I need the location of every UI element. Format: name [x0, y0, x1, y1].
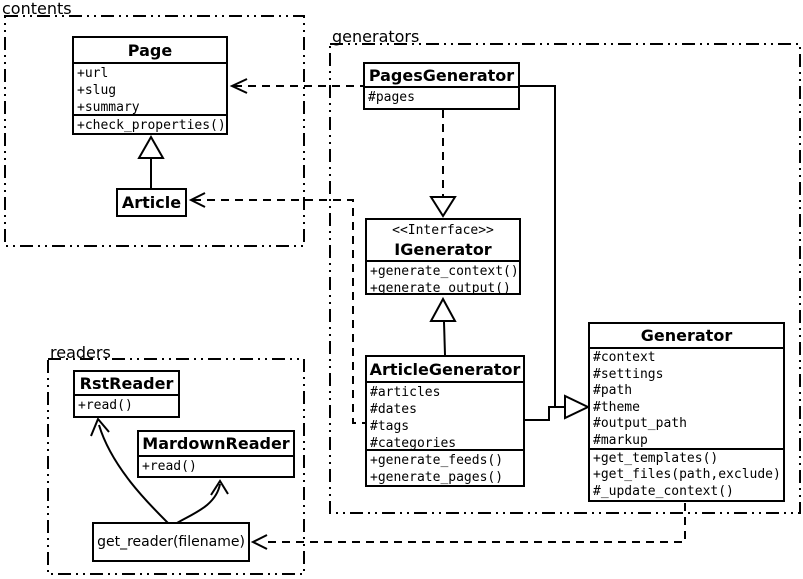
dependency-generator-getreader-line [266, 503, 686, 543]
package-label-generators: generators [332, 27, 420, 46]
class-mardownreader: MardownReader +read() [137, 430, 295, 478]
class-mardownreader-title: MardownReader [142, 434, 290, 453]
node-get-reader: get_reader(filename) [92, 522, 250, 562]
inheritance-article-page-triangle [137, 134, 165, 159]
class-igenerator-methods: +generate_context() +generate_output() [367, 260, 519, 293]
class-attribute: +slug [77, 83, 117, 98]
inheritance-articlegenerator-generator-line [525, 406, 565, 421]
class-attribute: #articles [370, 385, 441, 400]
class-method: +read() [142, 459, 197, 474]
class-page-title: Page [127, 40, 173, 60]
class-method: +check_properties() [77, 117, 226, 133]
class-attribute: +summary [77, 100, 140, 114]
class-attribute: +url [77, 66, 109, 81]
class-attribute: #markup [593, 432, 648, 448]
inheritance-articlegenerator-igenerator-triangle [429, 296, 457, 322]
arrow-getreader-mardownreader-arrowhead [210, 479, 229, 496]
dependency-generator-getreader-arrowhead [250, 534, 268, 550]
dependency-pagesgenerator-page-arrowhead [229, 78, 248, 94]
class-attribute: #categories [370, 436, 457, 449]
class-method: +generate_context() [370, 264, 519, 279]
class-attribute: #dates [370, 402, 417, 417]
realization-pagesgenerator-igenerator-triangle [429, 196, 457, 218]
class-pagesgenerator-attributes: #pages [365, 86, 518, 108]
class-method: +get_templates() [593, 450, 719, 466]
package-label-contents: contents [2, 0, 72, 18]
class-igenerator-title: IGenerator [394, 239, 492, 259]
class-rstreader-title: RstReader [79, 373, 174, 393]
class-page-methods: +check_properties() [74, 113, 226, 133]
class-page-attributes: +url +slug +summary [74, 62, 226, 114]
class-articlegenerator-attributes: #articles #dates #tags #categories [367, 381, 523, 449]
dependency-articlegenerator-article-arrowhead [188, 192, 206, 208]
class-mardownreader-methods: +read() [139, 455, 293, 476]
class-attribute: #settings [593, 366, 664, 382]
class-attribute: #output_path [593, 416, 687, 431]
class-attribute: #pages [368, 90, 415, 105]
class-articlegenerator-methods: +generate_feeds() +generate_pages() [367, 448, 523, 485]
class-rstreader-methods: +read() [75, 394, 178, 416]
class-method: +generate_pages() [370, 469, 504, 485]
class-igenerator-stereotype: <<Interface>> [392, 223, 494, 238]
inheritance-pagesgenerator-generator-line [520, 85, 565, 408]
class-attribute: #context [593, 350, 656, 365]
class-article-title: Article [121, 193, 182, 212]
class-rstreader: RstReader +read() [73, 370, 180, 418]
class-attribute: #theme [593, 399, 640, 415]
package-label-readers: readers [50, 343, 111, 362]
class-articlegenerator: ArticleGenerator #articles #dates #tags … [365, 355, 525, 487]
class-method: +get_files(path,exclude) [593, 467, 781, 483]
class-generator: Generator #context #settings #path #them… [588, 322, 785, 502]
inheritance-generator-triangle [564, 394, 591, 420]
class-pagesgenerator-title: PagesGenerator [368, 65, 515, 85]
class-page: Page +url +slug +summary +check_properti… [72, 36, 228, 135]
class-attribute: #path [593, 383, 633, 398]
inheritance-articlegenerator-igenerator-line [443, 321, 446, 356]
dependency-articlegenerator-article-line [193, 199, 365, 424]
arrow-getreader-mardownreader-curve [176, 483, 221, 524]
class-article: Article [116, 188, 187, 217]
class-generator-methods: +get_templates() +get_files(path,exclude… [590, 447, 783, 500]
class-method: +generate_feeds() [370, 452, 504, 468]
class-igenerator: <<Interface>> IGenerator +generate_conte… [365, 218, 521, 295]
class-method: +generate_output() [370, 281, 511, 293]
class-method: +read() [78, 398, 133, 413]
class-attribute: #tags [370, 419, 410, 434]
class-generator-title: Generator [640, 326, 733, 345]
class-articlegenerator-title: ArticleGenerator [369, 359, 521, 379]
class-generator-attributes: #context #settings #path #theme #output_… [590, 347, 783, 448]
class-pagesgenerator: PagesGenerator #pages [363, 62, 520, 110]
arrow-getreader-rstreader-arrowhead [90, 417, 110, 437]
class-method: #_update_context() [593, 483, 734, 499]
